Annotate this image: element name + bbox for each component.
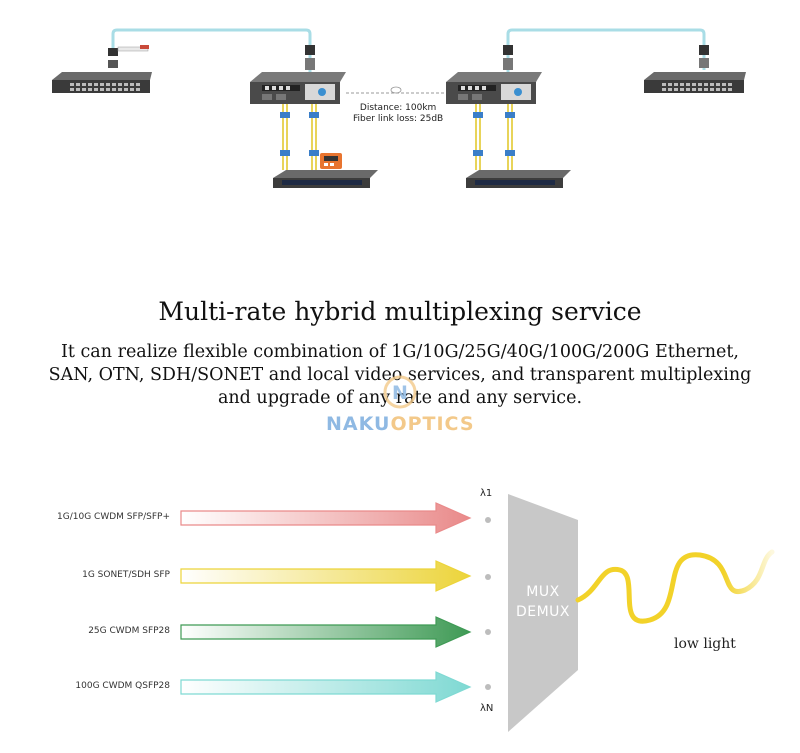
arrow-1g-sonet bbox=[180, 560, 472, 592]
wavelength-dot-4 bbox=[485, 684, 491, 690]
cwdm-mux-rack-left bbox=[273, 170, 378, 188]
arrow-25g-cwdm bbox=[180, 616, 472, 648]
lambda-last-label: λN bbox=[480, 703, 494, 714]
fiber-spool-icon bbox=[390, 86, 402, 94]
output-fiber bbox=[575, 549, 775, 624]
brand-watermark-logo: N bbox=[325, 372, 475, 442]
brand-part-2: OPTICS bbox=[390, 413, 475, 435]
link-specs: Distance: 100km Fiber link loss: 25dB bbox=[353, 103, 443, 125]
section-title: Multi-rate hybrid multiplexing service bbox=[158, 297, 642, 326]
switch-right bbox=[644, 72, 746, 93]
olp-chassis-right bbox=[446, 72, 542, 104]
description-line-1: It can realize flexible combination of 1… bbox=[61, 342, 739, 362]
output-label: low light bbox=[674, 636, 736, 652]
demux-label: DEMUX bbox=[515, 604, 571, 620]
transceiver-left-switch bbox=[108, 45, 149, 68]
module-label-3: 25G CWDM SFP28 bbox=[88, 626, 170, 636]
mux-demux-diagram: 1G/10G CWDM SFP/SFP+ 1G SONET/SDH SFP 25… bbox=[0, 470, 800, 753]
optical-power-meter-icon bbox=[320, 153, 342, 169]
olp-chassis-left bbox=[250, 72, 346, 104]
brand-part-1: NAKU bbox=[326, 413, 391, 435]
brand-watermark-text: NAKUOPTICS bbox=[326, 413, 475, 435]
patch-cords-left bbox=[280, 104, 319, 170]
module-label-4: 100G CWDM QSFP28 bbox=[75, 681, 170, 691]
mux-demux-block bbox=[508, 494, 578, 732]
wavelength-dot-2 bbox=[485, 574, 491, 580]
module-label-2: 1G SONET/SDH SFP bbox=[82, 570, 170, 580]
distance-label: Distance: 100km bbox=[359, 103, 437, 113]
patch-cords-right bbox=[473, 104, 515, 170]
transceiver-right-olp bbox=[503, 45, 513, 70]
network-topology-diagram: Distance: 100km Fiber link loss: 25dB bbox=[0, 0, 800, 200]
fiber-link-left bbox=[111, 28, 312, 72]
transceiver-left-olp bbox=[305, 45, 315, 70]
link-loss-label: Fiber link loss: 25dB bbox=[353, 114, 444, 124]
arrow-100g-cwdm bbox=[180, 671, 472, 703]
section-description: It can realize flexible combination of 1… bbox=[40, 341, 760, 410]
fiber-link-right bbox=[506, 28, 706, 72]
module-label-1: 1G/10G CWDM SFP/SFP+ bbox=[57, 512, 170, 522]
wavelength-dot-1 bbox=[485, 517, 491, 523]
wavelength-dot-3 bbox=[485, 629, 491, 635]
lambda-first-label: λ1 bbox=[480, 488, 493, 499]
cwdm-mux-rack-right bbox=[466, 170, 571, 188]
switch-left bbox=[52, 72, 152, 93]
description-line-3: and upgrade of any rate and any service. bbox=[217, 388, 583, 408]
transceiver-right-switch bbox=[699, 45, 709, 68]
mux-label: MUX bbox=[526, 584, 560, 600]
arrow-1g10g-cwdm bbox=[180, 502, 472, 534]
logo-letter: N bbox=[392, 382, 408, 404]
description-line-2: SAN, OTN, SDH/SONET and local video serv… bbox=[48, 365, 752, 385]
